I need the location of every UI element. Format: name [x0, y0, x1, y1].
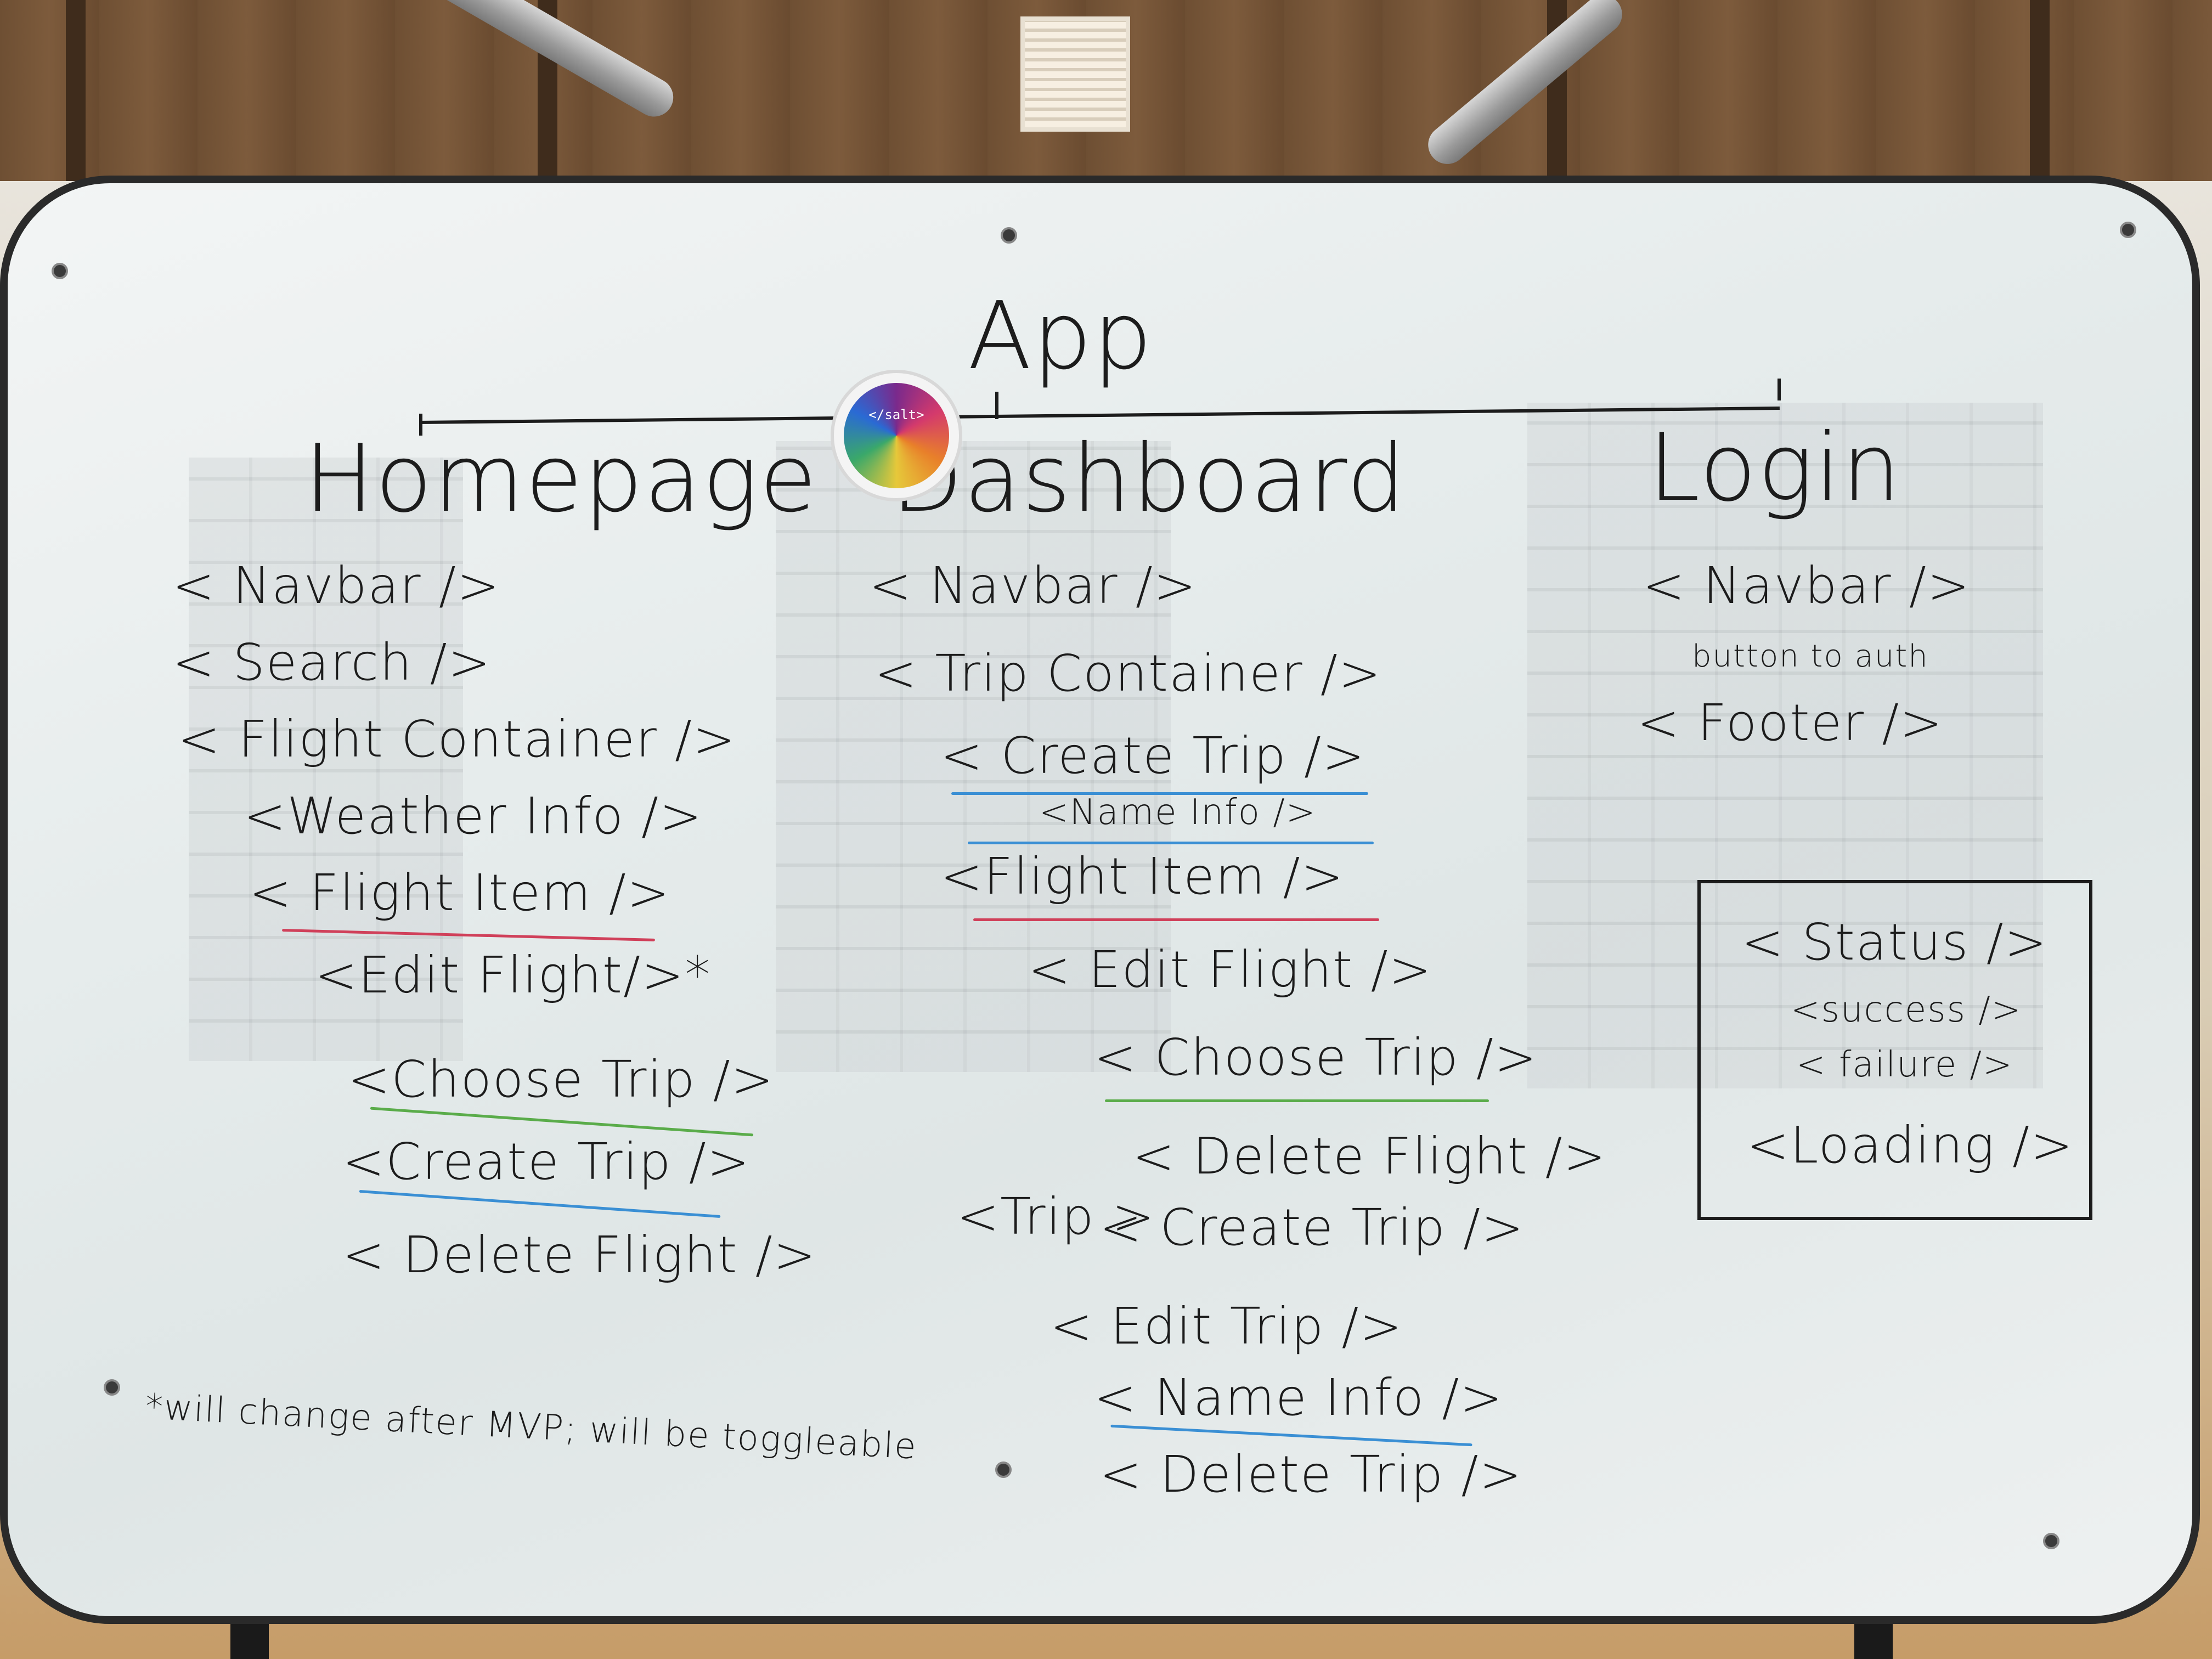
window-reflection [776, 441, 1171, 1072]
air-duct [1420, 0, 1630, 172]
dashboard-item: < Trip Container /> [874, 644, 1382, 703]
status-box [1697, 880, 2092, 1220]
underline-red [973, 918, 1379, 921]
column-heading-dashboard: Dashboard [891, 425, 1407, 533]
column-heading-login: Login [1648, 414, 1902, 522]
homepage-item: < Delete Flight /> [342, 1226, 817, 1284]
homepage-item: <Create Trip /> [342, 1132, 751, 1191]
status-item: < Status /> [1741, 913, 2048, 972]
tree-bracket-tick [419, 414, 422, 436]
ceiling-beam [2030, 0, 2050, 181]
login-item: < Navbar /> [1643, 556, 1971, 615]
board-title: App [968, 282, 1154, 391]
column-heading-homepage: Homepage [304, 425, 818, 533]
underline-blue [359, 1189, 721, 1218]
board-bolt [52, 263, 68, 279]
dashboard-item: < Delete Trip /> [1099, 1445, 1523, 1504]
logo-text: </salt> [868, 407, 924, 422]
board-bolt [2120, 222, 2136, 238]
underline-blue [968, 842, 1374, 844]
footnote: *will change after MVP; will be toggleab… [144, 1386, 918, 1468]
tree-bracket-tick [995, 392, 998, 419]
ceiling-light [1020, 16, 1130, 132]
dashboard-item: < Navbar /> [869, 556, 1197, 615]
status-item: < failure /> [1796, 1045, 2013, 1085]
homepage-item: < Flight Item /> [249, 864, 670, 922]
ceiling [0, 0, 2212, 181]
board-bolt [104, 1379, 120, 1396]
dashboard-item: < Edit Flight /> [1028, 940, 1432, 999]
salt-logo-sticker: </salt> [831, 370, 962, 501]
homepage-item: <Weather Info /> [244, 787, 703, 845]
dashboard-item: < Create Trip /> [1099, 1198, 1525, 1257]
status-item: <Loading /> [1747, 1116, 2074, 1175]
tree-bracket-tick [1778, 379, 1781, 400]
window-reflection [1527, 403, 2043, 1088]
ceiling-beam [66, 0, 86, 181]
window-reflection [189, 458, 463, 1061]
board-bolt [2043, 1533, 2059, 1549]
status-item: <success /> [1791, 990, 2022, 1030]
dashboard-item: <Flight Item /> [940, 847, 1345, 906]
underline-green [1105, 1099, 1489, 1102]
login-item: < Footer /> [1637, 693, 1944, 752]
dashboard-item: <Name Info /> [1039, 792, 1317, 833]
homepage-item: < Flight Container /> [178, 710, 737, 769]
dashboard-item: < Edit Trip /> [1050, 1297, 1403, 1356]
board-bolt [1001, 227, 1017, 244]
board-bolt [995, 1462, 1012, 1478]
dashboard-item: < Delete Flight /> [1132, 1127, 1607, 1186]
dashboard-item: < Name Info /> [1094, 1368, 1504, 1427]
login-item: button to auth [1692, 639, 1929, 674]
dashboard-item: < Choose Trip /> [1094, 1028, 1538, 1087]
dashboard-item: <Trip > [957, 1187, 1155, 1246]
homepage-item: <Choose Trip /> [348, 1050, 775, 1109]
whiteboard: App Homepage < Navbar /> < Search /> < F… [0, 176, 2200, 1624]
underline-blue [1110, 1424, 1472, 1447]
dashboard-item: < Create Trip /> [940, 726, 1366, 785]
salt-logo-icon: </salt> [844, 383, 949, 488]
homepage-item: <Edit Flight/>* [315, 946, 712, 1005]
homepage-item: < Navbar /> [172, 556, 500, 615]
underline-blue [951, 792, 1368, 795]
homepage-item: < Search /> [172, 633, 492, 692]
